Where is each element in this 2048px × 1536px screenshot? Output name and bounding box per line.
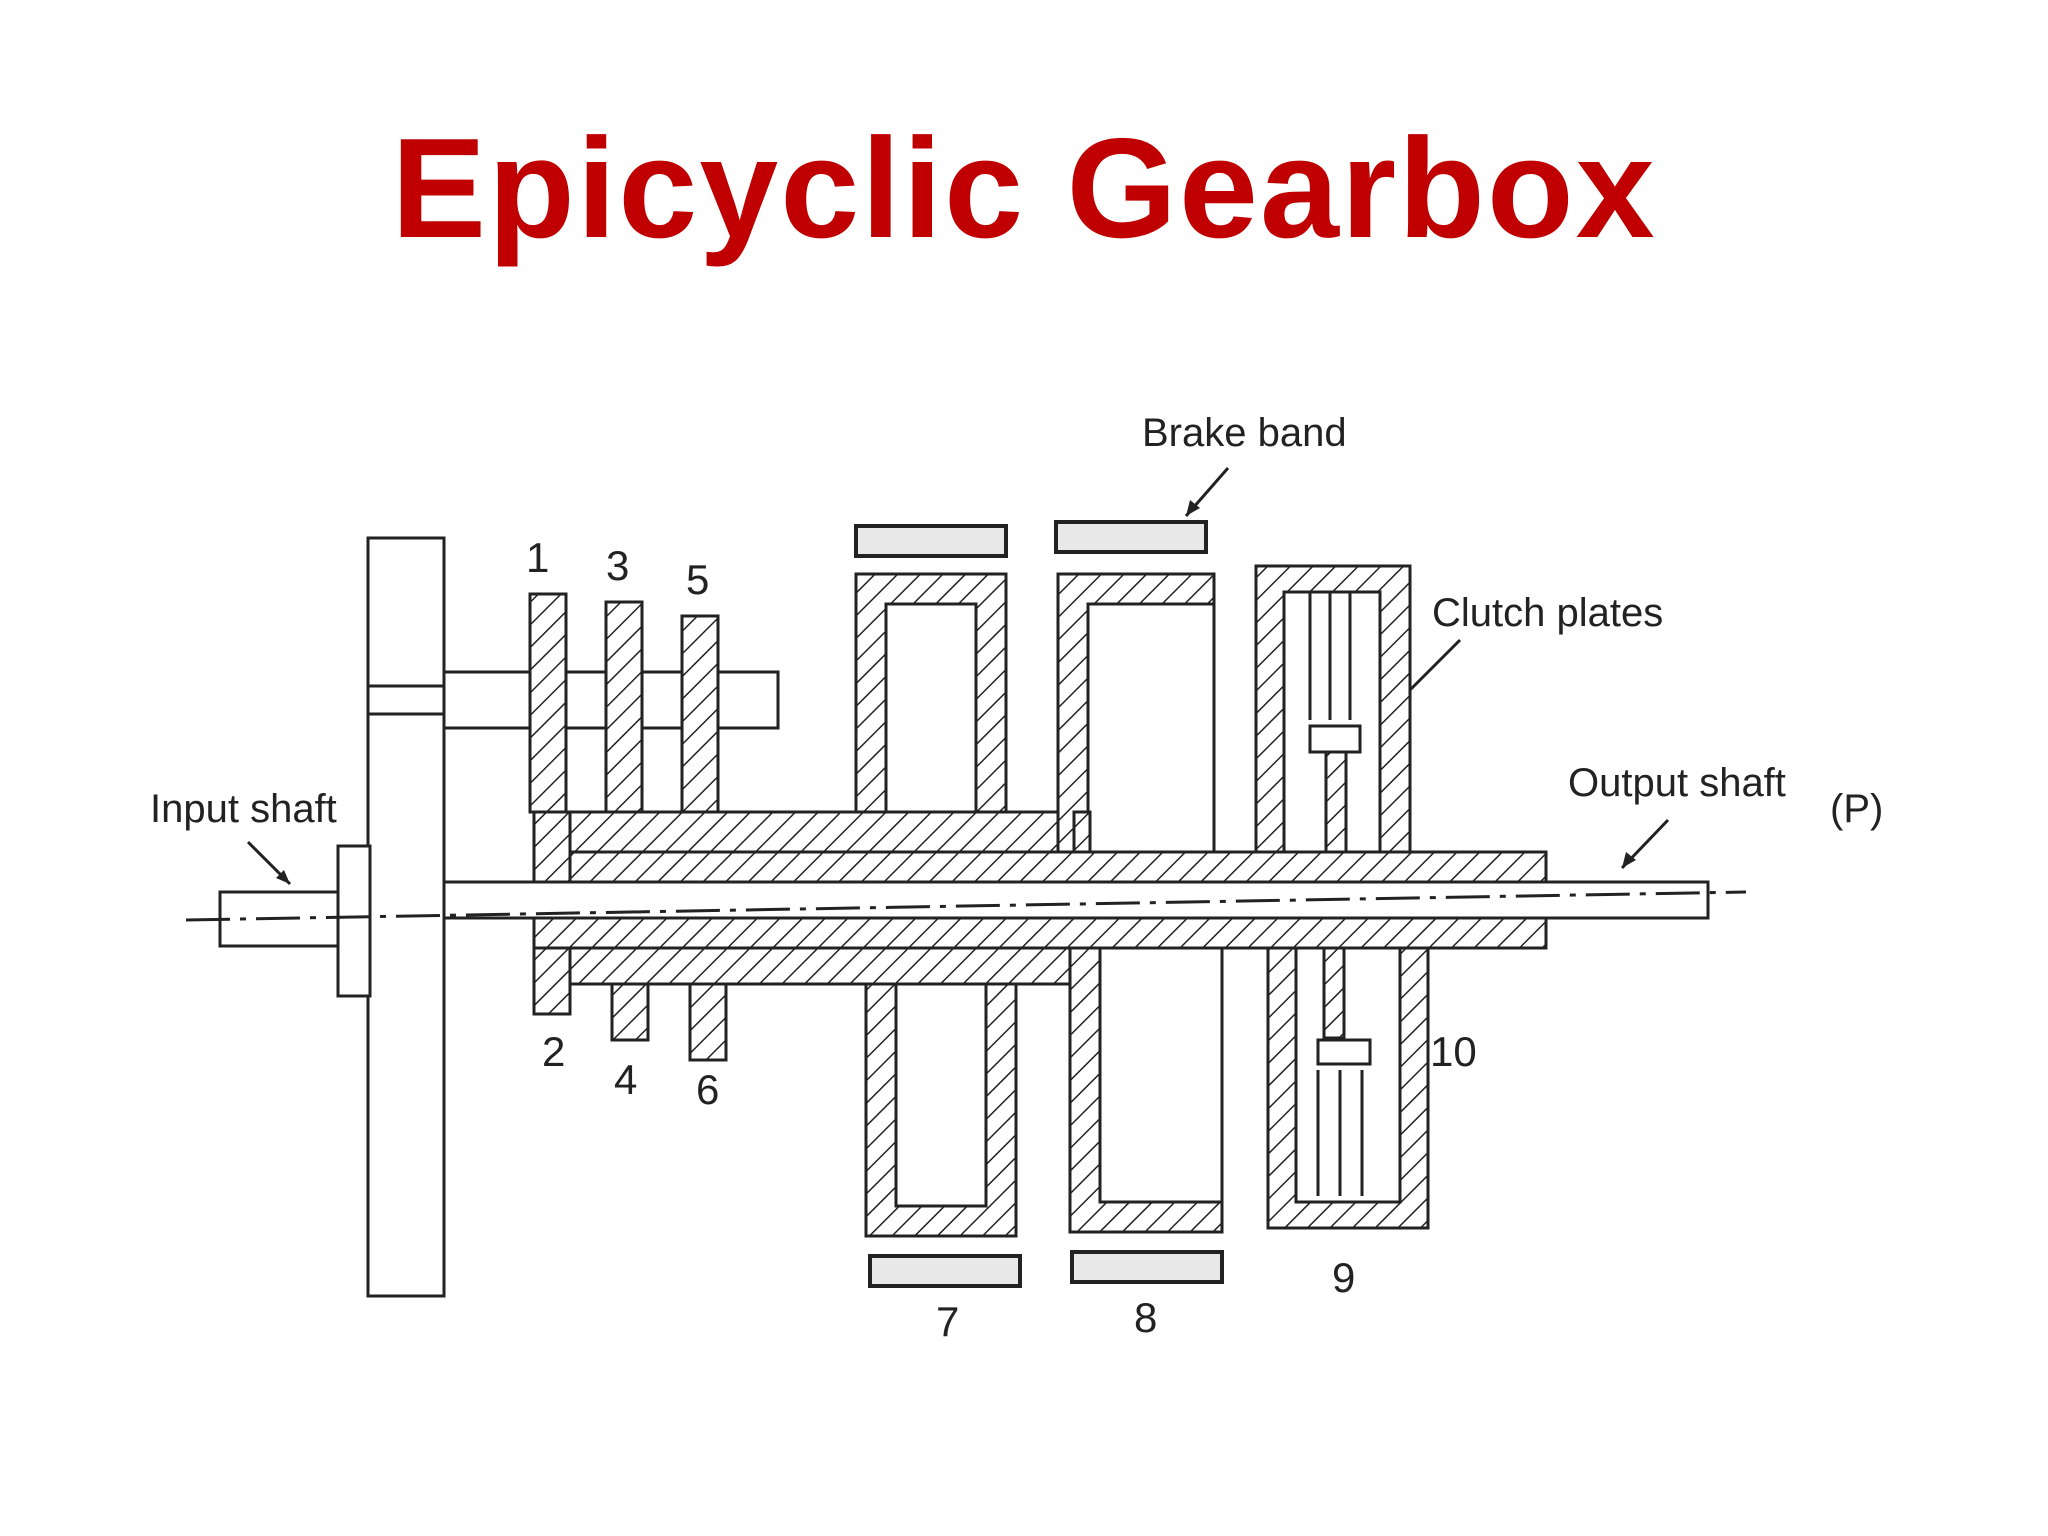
gear-2 [532, 946, 572, 1016]
brake-band-label: Brake band [1142, 411, 1347, 455]
brake-band-8-bottom [1070, 1250, 1224, 1284]
gear-1 [528, 592, 568, 814]
brake-band-7-top [854, 524, 1008, 558]
output-shaft-label: Output shaft [1568, 761, 1786, 805]
clutch-housing-lower [1266, 946, 1430, 1230]
leader-lines [246, 467, 1670, 886]
gear-3 [604, 600, 644, 814]
gear-4 [610, 982, 650, 1042]
part-number-4: 4 [614, 1056, 637, 1103]
brake-band-7-bottom [868, 1254, 1022, 1288]
part-number-7: 7 [936, 1298, 959, 1345]
part-number-3: 3 [606, 542, 629, 589]
drum-7-upper [854, 572, 1008, 814]
part-number-6: 6 [696, 1066, 719, 1113]
clutch-housing-upper [1254, 564, 1412, 854]
input-shaft [218, 844, 372, 998]
brake-band-8-top [1054, 520, 1208, 554]
clutch-plates-label: Clutch plates [1432, 591, 1663, 635]
part-number-8: 8 [1134, 1294, 1157, 1341]
drum-8-lower [1068, 946, 1224, 1234]
drum-8-upper [1056, 572, 1216, 854]
part-number-2: 2 [542, 1028, 565, 1075]
center-line [185, 890, 1747, 922]
output-tag-label: (P) [1830, 787, 1883, 831]
lower-sleeve [532, 916, 1548, 986]
upper-sleeve [532, 810, 1548, 884]
drum-7-lower [864, 982, 1018, 1238]
part-number-10: 10 [1430, 1028, 1477, 1075]
part-number-5: 5 [686, 556, 709, 603]
part-number-1: 1 [526, 534, 549, 581]
input-shaft-label: Input shaft [150, 787, 337, 831]
part-number-9: 9 [1332, 1254, 1355, 1301]
gear-5 [680, 614, 720, 814]
page-title: Epicyclic Gearbox [391, 109, 1657, 268]
gear-6 [688, 982, 728, 1062]
